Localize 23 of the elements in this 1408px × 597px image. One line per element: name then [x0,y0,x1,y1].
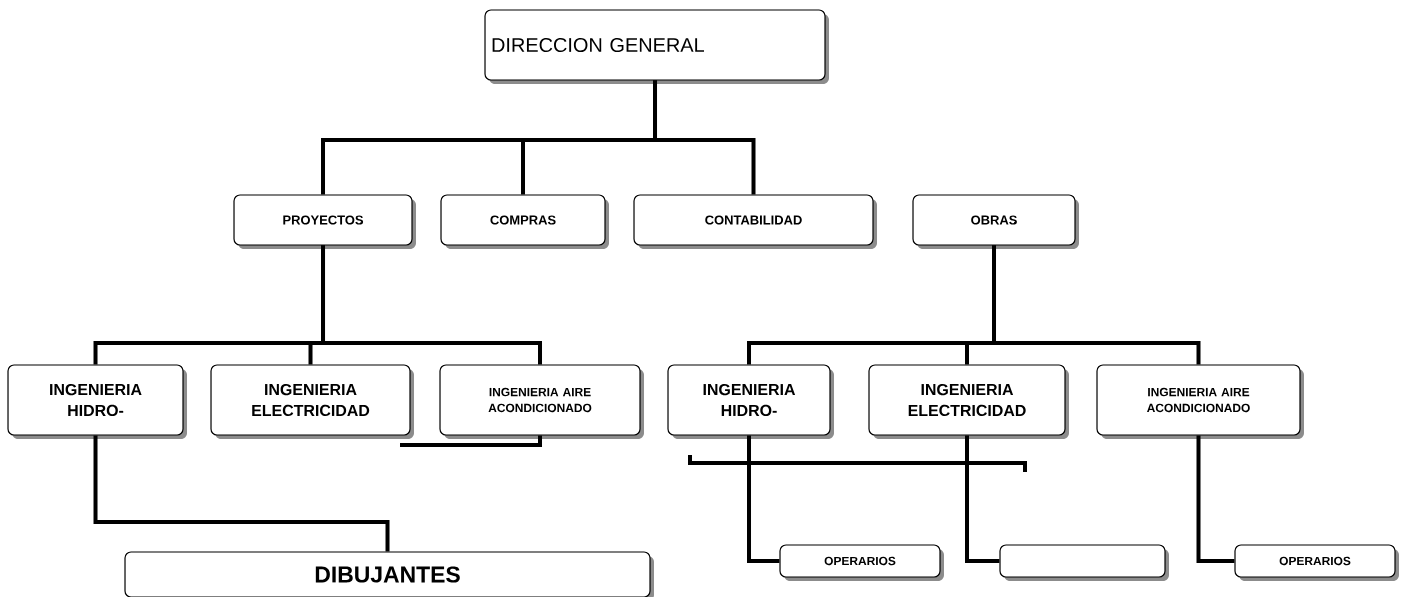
connector-line [747,435,780,563]
org-box: INGENIERIA HIDRO- [667,364,834,439]
connector-line [321,245,542,365]
org-box: OPERARIOS [779,544,944,581]
org-box: INGENIERIA ELECTRICIDAD [868,364,1069,439]
title-box: DIRECCION GENERAL [484,9,829,84]
connector-line [93,435,390,552]
org-box: INGENIERIA AIRE ACONDICIONADO [439,364,644,439]
connector-line [653,80,756,195]
connector-line [400,435,542,447]
org-box: INGENIERIA ELECTRICIDAD [210,364,414,439]
org-box: OBRAS [912,194,1079,249]
org-box: PROYECTOS [233,194,416,249]
org-box: OPERARIOS [1234,544,1399,581]
org-box: INGENIERIA AIRE ACONDICIONADO [1096,364,1304,439]
connector-line [965,435,1000,563]
org-box: CONTABILIDAD [633,194,877,249]
org-box: INGENIERIA HIDRO- [7,364,187,439]
connector-line [992,245,1201,365]
org-box: COMPRAS [440,194,609,249]
empty-box [999,544,1169,581]
org-box: DIBUJANTES [124,551,654,597]
connector-line [1196,435,1235,563]
